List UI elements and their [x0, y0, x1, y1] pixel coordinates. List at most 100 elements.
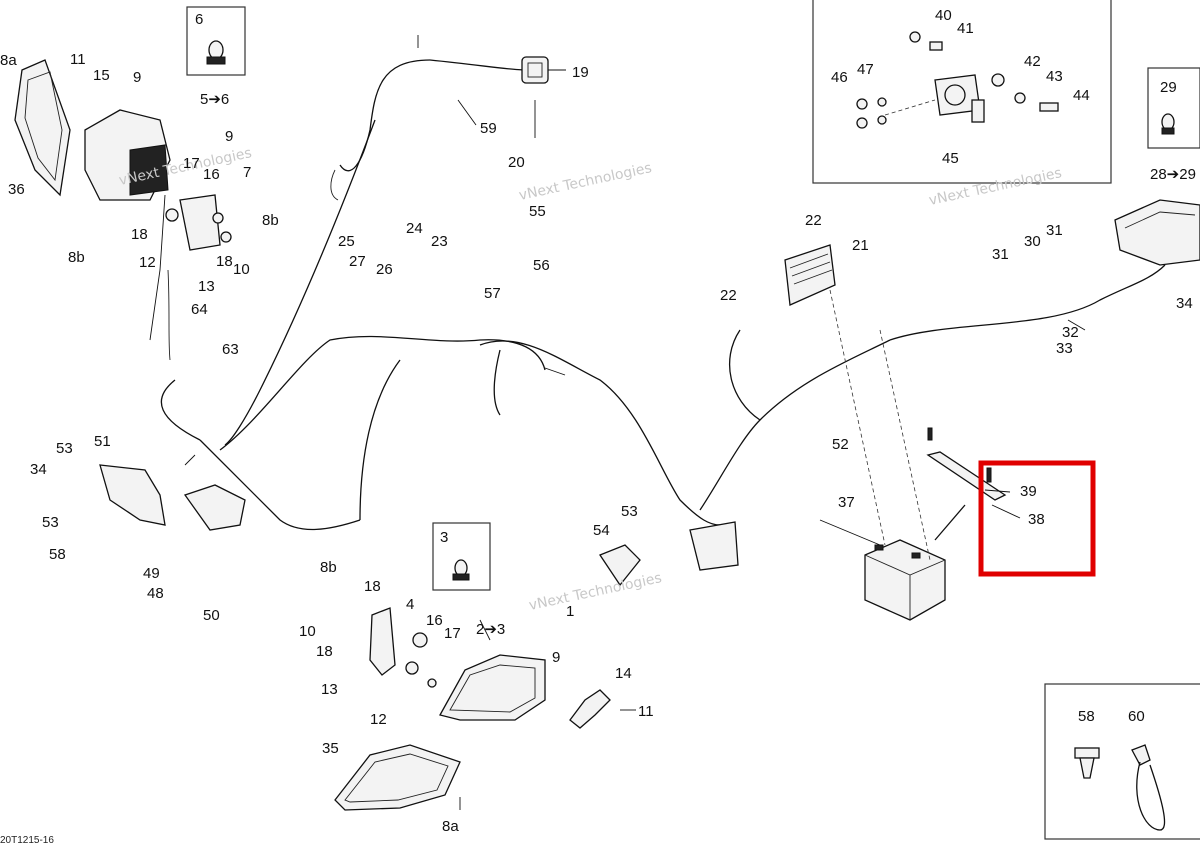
callout-52: 52 — [832, 436, 849, 453]
lens-35 — [334, 744, 461, 811]
callout-15: 15 — [93, 67, 110, 84]
callout-17-bottom: 17 — [444, 625, 461, 642]
callout-30: 30 — [1024, 233, 1041, 250]
callout-45: 45 — [942, 150, 959, 167]
callout-9-mid: 9 — [225, 128, 233, 145]
callout-21: 21 — [852, 237, 869, 254]
callout-53-top: 53 — [56, 440, 73, 457]
callout-46: 46 — [831, 69, 848, 86]
relay-1 — [599, 544, 641, 587]
callout-11-top: 11 — [70, 51, 86, 68]
bracket-51 — [99, 464, 166, 526]
callout-23: 23 — [431, 233, 448, 250]
callout-59: 59 — [480, 120, 497, 137]
callout-35: 35 — [322, 740, 339, 757]
push-rivet-58-icon — [1074, 747, 1100, 779]
watermarks: vNext Technologies vNext Technologies vN… — [118, 145, 1064, 614]
callout-8b-left: 8b — [68, 249, 85, 266]
callout-58-inset: 58 — [1078, 708, 1095, 725]
callout-55: 55 — [529, 203, 546, 220]
callout-26: 26 — [376, 261, 393, 278]
left-headlamp-assembly — [14, 59, 232, 251]
watermark-2: vNext Technologies — [518, 160, 654, 204]
callout-12-top: 12 — [139, 254, 156, 271]
callout-31-top: 31 — [1046, 222, 1063, 239]
callout-22-left: 22 — [720, 287, 737, 304]
callout-44: 44 — [1073, 87, 1090, 104]
battery-strap-38 — [926, 427, 1007, 501]
callout-37: 37 — [838, 494, 855, 511]
bulb-6-icon — [206, 40, 226, 65]
callout-32: 32 — [1062, 324, 1079, 341]
callout-50: 50 — [203, 607, 220, 624]
callout-33: 33 — [1056, 340, 1073, 357]
watermark-3: vNext Technologies — [928, 165, 1064, 209]
guide-line-battery-right — [879, 329, 931, 561]
callout-34-left: 34 — [30, 461, 47, 478]
highlight-box — [978, 460, 1096, 577]
callout-56: 56 — [533, 257, 550, 274]
callout-39: 39 — [1020, 483, 1037, 500]
bracket-14 — [569, 689, 611, 729]
callout-53-left: 53 — [42, 514, 59, 531]
callout-9-top: 9 — [133, 69, 141, 86]
callout-13-top: 13 — [198, 278, 215, 295]
cable-tie-60-icon — [1131, 744, 1166, 831]
callout-16-bottom: 16 — [426, 612, 443, 629]
watermark-4: vNext Technologies — [528, 570, 664, 614]
callout-34-right: 34 — [1176, 295, 1193, 312]
starter-solenoid-inset — [856, 31, 1059, 129]
front-headlamp-assembly — [369, 607, 546, 721]
callout-11-bottom: 11 — [638, 703, 654, 720]
callout-6: 6 — [195, 11, 203, 28]
callout-64: 64 — [191, 301, 208, 318]
callout-57: 57 — [484, 285, 501, 302]
fasteners-inset-frame — [1044, 683, 1200, 840]
callout-8a-bottom: 8a — [442, 818, 459, 835]
callout-29: 29 — [1160, 79, 1177, 96]
callout-48: 48 — [147, 585, 164, 602]
callout-60: 60 — [1128, 708, 1145, 725]
callout-63: 63 — [222, 341, 239, 358]
bulb-29-icon — [1161, 113, 1175, 135]
callout-49: 49 — [143, 565, 160, 582]
callout-7: 7 — [243, 164, 251, 181]
callout-22-top: 22 — [805, 212, 822, 229]
callout-10-bottom: 10 — [299, 623, 316, 640]
callout-10-top: 10 — [233, 261, 250, 278]
callout-13-bottom: 13 — [321, 681, 338, 698]
callout-12-bottom: 12 — [370, 711, 387, 728]
callout-18-d: 18 — [316, 643, 333, 660]
callout-28-29: 28➔29 — [1150, 166, 1196, 183]
callout-53-center: 53 — [621, 503, 638, 520]
callout-36: 36 — [8, 181, 25, 198]
callout-31-left: 31 — [992, 246, 1009, 263]
taillight-28 — [1114, 199, 1200, 266]
callout-27: 27 — [349, 253, 366, 270]
callout-51: 51 — [94, 433, 111, 450]
callout-20: 20 — [508, 154, 525, 171]
guide-line-battery-left — [829, 289, 886, 546]
wiring-harness — [160, 59, 1166, 531]
starter-relay — [689, 521, 739, 571]
callout-14: 14 — [615, 665, 632, 682]
fuse-block — [183, 484, 246, 531]
callout-9-bottom: 9 — [552, 649, 560, 666]
bulb-29-inset-frame — [1147, 67, 1200, 149]
callout-38: 38 — [1028, 511, 1045, 528]
solenoid-inset-frame — [812, 0, 1112, 184]
battery-37 — [864, 539, 946, 621]
callout-16-top: 16 — [203, 166, 220, 183]
callout-8a-top: 8a — [0, 52, 17, 69]
callout-18-b: 18 — [216, 253, 233, 270]
connector-19-icon — [521, 56, 549, 84]
leader-lines — [149, 35, 1086, 810]
callout-24: 24 — [406, 220, 423, 237]
voltage-regulator-21 — [784, 244, 836, 306]
callout-3: 3 — [440, 529, 448, 546]
arrow-strap-to-battery — [934, 504, 966, 541]
callout-58-left: 58 — [49, 546, 66, 563]
callout-8b-right: 8b — [262, 212, 279, 229]
